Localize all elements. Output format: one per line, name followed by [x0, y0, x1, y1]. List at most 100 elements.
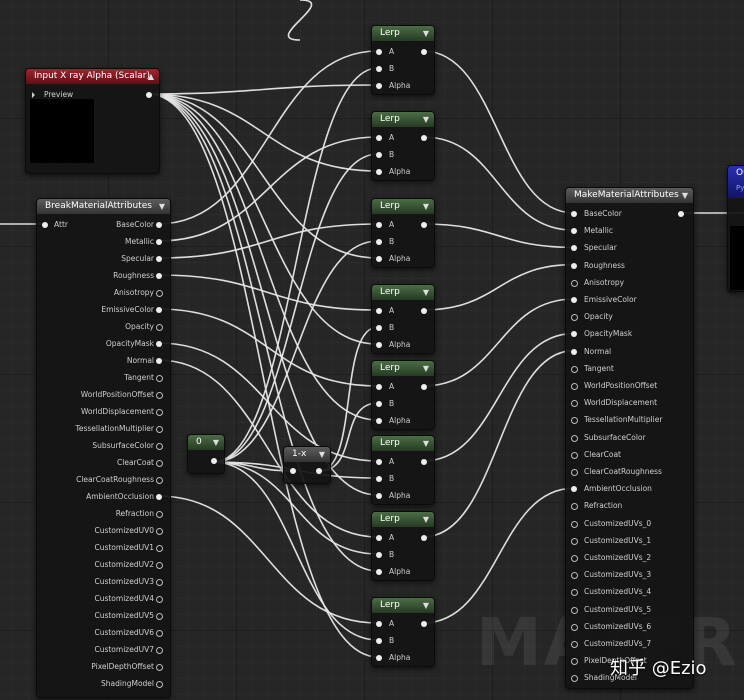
lerp-input-pin-a[interactable] [376, 535, 382, 541]
constant-output-pin[interactable] [211, 458, 217, 464]
lerp-input-pin-b[interactable] [376, 476, 382, 482]
lerp-input-pin-a[interactable] [376, 459, 382, 465]
collapse-caret-icon[interactable]: ▼ [422, 601, 429, 610]
make-input-pin-clearcoat[interactable] [571, 451, 578, 459]
break-node-header[interactable]: BreakMaterialAttributes ▼ [37, 199, 170, 214]
collapse-caret-icon[interactable]: ▼ [422, 439, 429, 448]
scalar-parameter-node[interactable]: Input X ray Alpha (Scalar) ▲ Preview [25, 68, 160, 174]
constant-node[interactable]: 0 ▼ [187, 434, 225, 474]
lerp-node-header[interactable]: Lerp▼ [372, 361, 434, 376]
break-output-pin-tangent[interactable] [156, 375, 163, 382]
collapse-caret-icon[interactable]: ▼ [422, 202, 429, 211]
break-output-pin-shadingmodel[interactable] [156, 681, 163, 688]
lerp-output-pin[interactable] [421, 222, 427, 228]
make-input-pin-customizeduvs-3[interactable] [571, 572, 578, 580]
break-output-pin-subsurfacecolor[interactable] [156, 443, 163, 450]
collapse-caret-icon[interactable]: ▼ [158, 202, 165, 211]
make-input-pin-opacity[interactable] [571, 314, 578, 322]
break-output-pin-tessellationmultiplier[interactable] [156, 426, 163, 433]
make-input-pin-refraction[interactable] [571, 503, 578, 511]
lerp-input-pin-a[interactable] [376, 222, 382, 228]
break-output-pin-customizeduv3[interactable] [156, 579, 163, 586]
make-input-pin-anisotropy[interactable] [571, 279, 578, 287]
break-output-pin-customizeduv7[interactable] [156, 647, 163, 654]
break-output-pin-emissivecolor[interactable] [156, 307, 162, 313]
lerp-input-pin-a[interactable] [376, 621, 382, 627]
make-output-pin[interactable] [678, 211, 684, 217]
lerp-input-pin-alpha[interactable] [376, 342, 382, 348]
collapse-caret-icon[interactable]: ▼ [422, 115, 429, 124]
collapse-caret-icon[interactable]: ▼ [422, 515, 429, 524]
break-attr-input-pin[interactable] [42, 222, 48, 228]
lerp-input-pin-a[interactable] [376, 49, 382, 55]
constant-node-header[interactable]: 0 ▼ [188, 435, 224, 450]
make-input-pin-customizeduvs-7[interactable] [571, 641, 578, 648]
lerp-node-header[interactable]: Lerp▼ [372, 512, 434, 527]
lerp-input-pin-alpha[interactable] [376, 655, 382, 661]
make-input-pin-clearcoatroughness[interactable] [571, 469, 578, 476]
make-input-pin-metallic[interactable] [571, 228, 577, 235]
lerp-input-pin-a[interactable] [376, 135, 382, 141]
material-output-node[interactable]: Ou Py [727, 165, 744, 292]
collapse-caret-icon[interactable]: ▲ [147, 72, 154, 81]
make-input-pin-subsurfacecolor[interactable] [571, 434, 578, 442]
make-input-pin-worlddisplacement[interactable] [571, 400, 578, 408]
make-input-pin-roughness[interactable] [571, 262, 577, 269]
collapse-caret-icon[interactable]: ▼ [212, 438, 219, 447]
lerp-input-pin-alpha[interactable] [376, 418, 382, 424]
lerp-input-pin-b[interactable] [376, 552, 382, 558]
break-output-pin-customizeduv5[interactable] [156, 613, 163, 620]
lerp-input-pin-b[interactable] [376, 638, 382, 644]
lerp-input-pin-a[interactable] [376, 308, 382, 314]
collapse-caret-icon[interactable]: ▼ [318, 450, 325, 459]
make-input-pin-customizeduvs-2[interactable] [571, 555, 578, 562]
make-input-pin-customizeduvs-1[interactable] [571, 537, 578, 545]
lerp-output-pin[interactable] [421, 308, 427, 314]
make-input-pin-worldpositionoffset[interactable] [571, 383, 578, 390]
lerp-input-pin-b[interactable] [376, 401, 382, 407]
collapse-caret-icon[interactable]: ▼ [422, 29, 429, 38]
lerp-input-pin-b[interactable] [376, 66, 382, 72]
lerp-input-pin-alpha[interactable] [376, 493, 382, 499]
lerp-node-header[interactable]: Lerp▼ [372, 436, 434, 451]
make-input-pin-opacitymask[interactable] [571, 331, 577, 338]
lerp-input-pin-a[interactable] [376, 384, 382, 390]
make-input-pin-normal[interactable] [571, 348, 577, 355]
break-output-pin-refraction[interactable] [156, 511, 163, 518]
break-output-pin-normal[interactable] [156, 358, 162, 364]
break-output-pin-customizeduv4[interactable] [156, 596, 163, 603]
break-material-attributes-node[interactable]: BreakMaterialAttributes ▼ Attr BaseColor… [36, 198, 171, 698]
make-input-pin-customizeduvs-4[interactable] [571, 589, 578, 597]
lerp-output-pin[interactable] [421, 135, 427, 141]
make-input-pin-basecolor[interactable] [571, 211, 577, 217]
lerp-output-pin[interactable] [421, 621, 427, 627]
break-output-pin-roughness[interactable] [156, 273, 162, 279]
make-input-pin-emissivecolor[interactable] [571, 297, 577, 303]
lerp-input-pin-alpha[interactable] [376, 169, 382, 175]
lerp-input-pin-b[interactable] [376, 239, 382, 245]
break-output-pin-customizeduv1[interactable] [156, 545, 163, 552]
one-minus-node-header[interactable]: 1-x ▼ [284, 447, 330, 462]
collapse-caret-icon[interactable]: ▼ [422, 288, 429, 297]
lerp-output-pin[interactable] [421, 384, 427, 390]
make-input-pin-tessellationmultiplier[interactable] [571, 417, 578, 425]
lerp-output-pin[interactable] [421, 459, 427, 465]
break-output-pin-pixeldepthoffset[interactable] [156, 664, 163, 671]
scalar-output-pin[interactable] [146, 92, 152, 98]
make-input-pin-customizeduvs-6[interactable] [571, 623, 578, 631]
lerp-output-pin[interactable] [421, 535, 427, 541]
lerp-input-pin-alpha[interactable] [376, 256, 382, 262]
lerp-node-header[interactable]: Lerp▼ [372, 285, 434, 300]
one-minus-output-pin[interactable] [316, 468, 322, 474]
break-output-pin-opacitymask[interactable] [156, 341, 162, 347]
lerp-input-pin-b[interactable] [376, 325, 382, 331]
